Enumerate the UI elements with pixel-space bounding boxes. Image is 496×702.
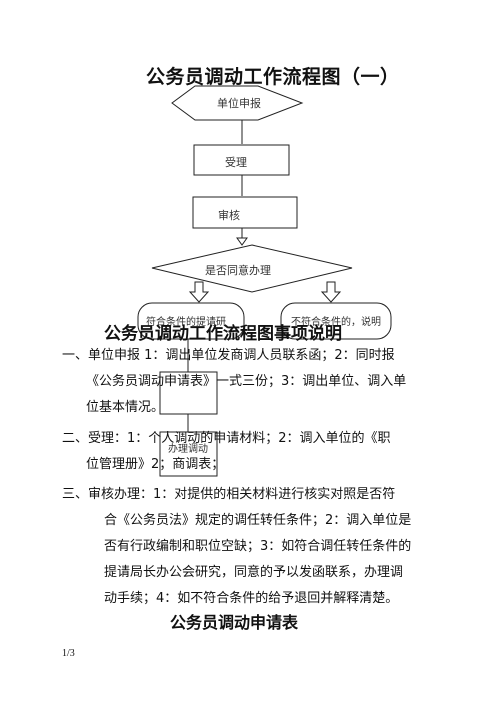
section-3-line-5: 动手续；4：如不符合条件的给予退回并解释清楚。 [104, 591, 399, 606]
arrowhead-decision [236, 237, 248, 246]
section-1-line-3: 位基本情况。 [86, 400, 165, 415]
section-1-line-2: 《公务员调动申请表》一式三份；3：调出单位、调入单 [86, 374, 407, 389]
section-2-line-2: 位管理册》2；商调表； [86, 457, 225, 472]
left-branch-shape [137, 302, 245, 340]
decision-diamond [151, 244, 353, 293]
explanation-subtitle: 公务员调动工作流程图事项说明 [104, 324, 342, 344]
section-3-line-2: 合《公务员法》规定的调任转任条件；2：调入单位是 [104, 513, 412, 528]
section-3-line-1: 三、审核办理：1：对提供的相关材料进行核实对照是否符 [62, 487, 396, 502]
section-2-line-1: 二、受理：1：个人调动的申请材料；2：调入单位的《职 [62, 431, 391, 446]
decision-label: 是否同意办理 [205, 264, 271, 277]
start-label: 单位申报 [217, 97, 261, 110]
section-3-line-3: 否有行政编制和职位空缺；3：如符合调任转任条件的 [104, 539, 412, 554]
application-form-title: 公务员调动申请表 [170, 613, 299, 632]
review-box [192, 196, 298, 229]
right-branch-label: 不符合条件的，说明 [291, 317, 381, 328]
block-arrow-right [320, 281, 342, 303]
page-number: 1/3 [62, 648, 75, 659]
accept-box [193, 144, 290, 176]
flowchart-title: 公务员调动工作流程图（一） [146, 66, 400, 88]
start-shape [171, 85, 304, 121]
process-box-upper [159, 371, 218, 415]
process-label: 办理调动 [168, 444, 208, 455]
process-box-lower [159, 431, 218, 477]
block-arrow-left [188, 281, 210, 303]
right-branch-shape [280, 302, 392, 340]
review-label: 审核 [218, 209, 240, 222]
section-3-line-4: 提请局长办公会研究，同意的予以发函联系，办理调 [104, 565, 404, 580]
left-branch-label: 符合条件的提请研 [146, 317, 226, 328]
section-1-line-1: 一、单位申报 1：调出单位发商调人员联系函；2：同时报 [62, 348, 395, 363]
accept-label: 受理 [225, 156, 247, 169]
